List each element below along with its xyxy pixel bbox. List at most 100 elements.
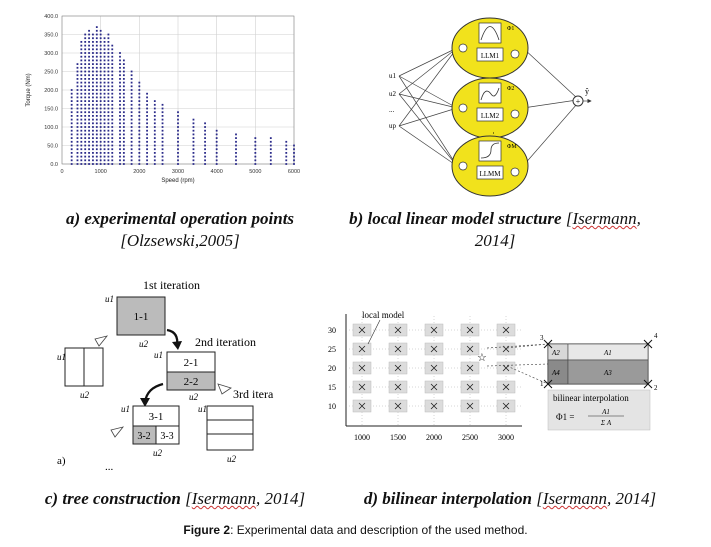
data-point <box>130 85 133 88</box>
data-point <box>84 129 87 132</box>
data-point <box>70 126 73 128</box>
data-point <box>92 92 94 95</box>
data-point <box>122 92 125 95</box>
data-point <box>107 37 110 40</box>
data-point <box>103 126 106 128</box>
data-point <box>88 111 90 114</box>
data-point <box>111 133 114 136</box>
data-point <box>107 59 110 62</box>
data-point <box>107 55 110 58</box>
data-point <box>80 115 83 117</box>
data-point <box>92 48 94 51</box>
ytick-10: 10 <box>328 402 336 411</box>
data-point <box>122 159 125 162</box>
data-point <box>254 144 257 147</box>
data-point <box>88 66 90 69</box>
data-point <box>88 85 90 88</box>
data-point <box>84 96 87 99</box>
data-point <box>161 103 164 106</box>
data-point <box>130 122 133 125</box>
star-point: ☆ <box>477 352 487 364</box>
data-point <box>99 103 102 106</box>
xtick-2500: 2500 <box>462 433 478 442</box>
caption-b-author: Isermann <box>572 209 637 228</box>
data-point <box>99 118 102 121</box>
data-point <box>138 159 141 162</box>
local-model-center <box>358 364 366 372</box>
data-point <box>92 89 94 91</box>
data-point <box>122 70 125 73</box>
x-tick-label: 1000 <box>95 169 107 175</box>
data-point <box>146 163 148 165</box>
data-point <box>119 144 121 147</box>
data-point <box>92 140 94 143</box>
data-point <box>215 140 218 143</box>
data-point <box>204 163 206 165</box>
data-point <box>88 92 90 95</box>
data-point <box>103 89 106 91</box>
data-point <box>103 118 106 121</box>
data-point <box>254 140 257 143</box>
data-point <box>70 144 73 147</box>
data-point <box>95 126 98 128</box>
cell-3-3-label: 3-3 <box>160 431 173 442</box>
data-point <box>92 37 94 40</box>
data-point <box>99 37 102 40</box>
data-point <box>99 159 102 162</box>
data-point <box>76 92 79 95</box>
data-point <box>92 44 94 47</box>
data-point <box>130 70 133 73</box>
data-point <box>88 118 90 121</box>
data-point <box>80 107 83 110</box>
data-point <box>177 159 179 162</box>
data-point <box>92 100 94 102</box>
data-point <box>92 115 94 117</box>
y-tick-label: 400.0 <box>44 14 58 20</box>
data-point <box>92 63 94 65</box>
data-point <box>107 133 110 136</box>
data-point <box>153 155 156 158</box>
data-point <box>138 103 141 106</box>
data-point <box>84 111 87 114</box>
data-point <box>107 159 110 162</box>
data-point <box>76 66 79 69</box>
data-point <box>192 122 195 125</box>
data-point <box>177 140 179 143</box>
data-point <box>192 129 195 132</box>
data-point <box>84 133 87 136</box>
data-point <box>80 66 83 69</box>
data-point <box>161 115 164 117</box>
data-point <box>76 85 79 88</box>
data-point <box>119 70 121 73</box>
data-point <box>92 103 94 106</box>
data-point <box>293 144 295 147</box>
data-point <box>99 81 102 84</box>
data-point <box>215 144 218 147</box>
data-point <box>80 111 83 114</box>
data-point <box>146 129 148 132</box>
data-point <box>107 163 110 165</box>
data-point <box>177 163 179 165</box>
data-point <box>285 155 288 158</box>
data-point <box>111 155 114 158</box>
data-point <box>111 111 114 114</box>
data-point <box>70 89 73 91</box>
cell-1-1 <box>116 296 166 336</box>
data-point <box>285 152 288 154</box>
data-point <box>204 144 206 147</box>
data-point <box>95 85 98 88</box>
bilinear-interpolation-diagram: 30 25 20 15 10 1000 1500 2000 2500 3000 … <box>328 310 658 442</box>
data-point <box>111 144 114 147</box>
data-point <box>95 48 98 51</box>
figure-caption-text: : Experimental data and description of t… <box>230 523 528 537</box>
data-point <box>177 148 179 151</box>
data-point <box>254 155 257 158</box>
data-point <box>88 100 90 102</box>
caption-c: c) tree construction [Isermann, 2014] <box>44 489 306 508</box>
corner-4: 4 <box>654 332 658 340</box>
data-point <box>111 100 114 102</box>
data-point <box>88 148 90 151</box>
data-point <box>122 63 125 65</box>
data-point <box>177 122 179 125</box>
